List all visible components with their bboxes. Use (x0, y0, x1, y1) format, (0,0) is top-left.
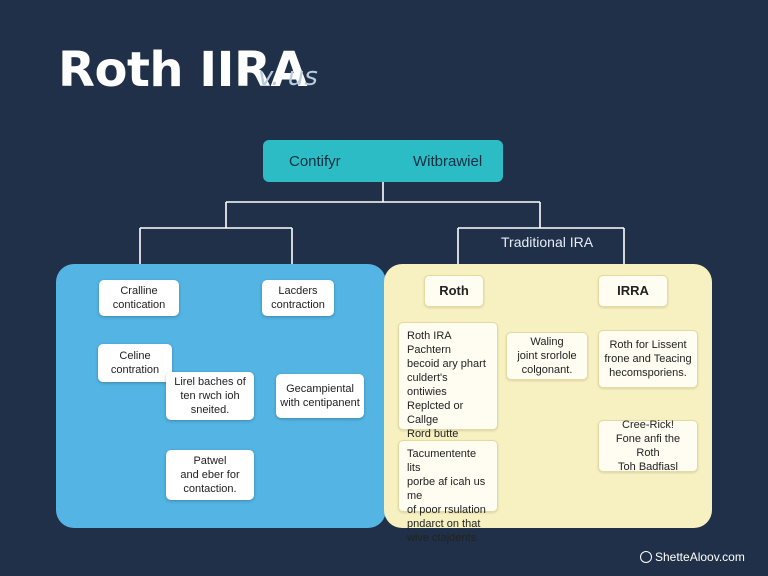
watermark: ShetteAloov.com (640, 550, 745, 564)
box-celine: Celine contration (98, 344, 172, 382)
box-roth-for-lissent: Roth for Lissent frone and Teacing hecom… (598, 330, 698, 388)
traditional-ira-label: Traditional IRA (501, 234, 594, 250)
box-waling: Waling joint srorlole colgonant. (506, 332, 588, 380)
box-cree-rick: Cree-Rick! Fone anfi the Roth Toh Badfia… (598, 419, 698, 473)
roth-header-box: Roth (424, 275, 484, 307)
watermark-text: ShetteAloov.com (655, 550, 745, 564)
ira-header-box: IRRA (598, 275, 668, 307)
box-roth-ira-pachtern: Roth IRA Pachtern becoid ary phart culde… (398, 322, 498, 510)
box-lacders: Lacders contraction (262, 280, 334, 316)
box-tacumentente: Tacumentente lits porbe af icah us me of… (398, 440, 498, 544)
box-patwel: Patwel and eber for contaction. (166, 450, 254, 500)
top-bar-right-label: Witbrawiel (413, 153, 483, 170)
box-gecampiental: Gecampiental with centipanent (276, 374, 364, 418)
top-bar: Contifyr Witbrawiel (263, 140, 503, 182)
top-bar-left-label: Contifyr (289, 153, 341, 170)
watermark-icon (640, 551, 652, 563)
box-lirel: Lirel baches of ten rwch ioh sneited. (166, 372, 254, 420)
page-title-suffix: v. us (258, 62, 318, 92)
page-title: Roth IIRA (58, 42, 308, 98)
box-cralline: Cralline contication (99, 280, 179, 316)
